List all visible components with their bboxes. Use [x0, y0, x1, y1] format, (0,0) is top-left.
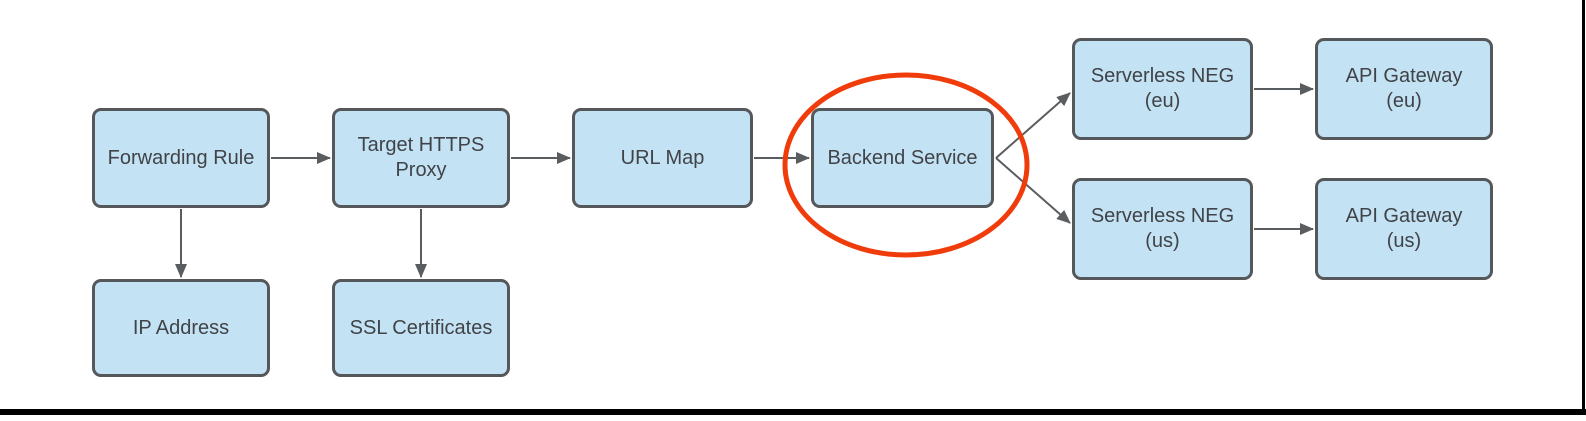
node-backend-service: Backend Service: [811, 108, 994, 208]
node-label: Serverless NEG: [1090, 65, 1235, 87]
bottom-frame-edge: [0, 409, 1586, 415]
edge-backend-service-to-serverless-neg-us: [995, 157, 1071, 224]
node-label: Target HTTPS: [357, 134, 485, 156]
node-label: SSL Certificates: [349, 316, 493, 339]
node-label: URL Map: [620, 146, 705, 169]
right-frame-edge: [1582, 0, 1585, 415]
node-label: (eu): [1144, 90, 1181, 112]
node-serverless-neg-eu: Serverless NEG (eu): [1072, 38, 1253, 140]
node-label: (us): [1145, 230, 1180, 252]
node-url-map: URL Map: [572, 108, 753, 208]
node-label: Forwarding Rule: [107, 146, 255, 169]
node-label: Serverless NEG: [1090, 205, 1235, 227]
node-label: (eu): [1386, 90, 1422, 112]
node-label: API Gateway: [1345, 205, 1463, 227]
node-forwarding-rule: Forwarding Rule: [92, 108, 270, 208]
node-api-gateway-us: API Gateway (us): [1315, 178, 1493, 280]
node-label: Proxy: [395, 159, 447, 181]
node-label: (us): [1386, 230, 1422, 252]
node-label: Backend Service: [827, 146, 978, 169]
node-label: IP Address: [132, 316, 230, 339]
node-ssl-certificates: SSL Certificates: [332, 279, 510, 377]
node-target-https-proxy: Target HTTPS Proxy: [332, 108, 510, 208]
node-serverless-neg-us: Serverless NEG (us): [1072, 178, 1253, 280]
node-api-gateway-eu: API Gateway (eu): [1315, 38, 1493, 140]
edge-backend-service-to-serverless-neg-eu: [995, 92, 1071, 159]
node-label: API Gateway: [1345, 65, 1463, 87]
node-ip-address: IP Address: [92, 279, 270, 377]
